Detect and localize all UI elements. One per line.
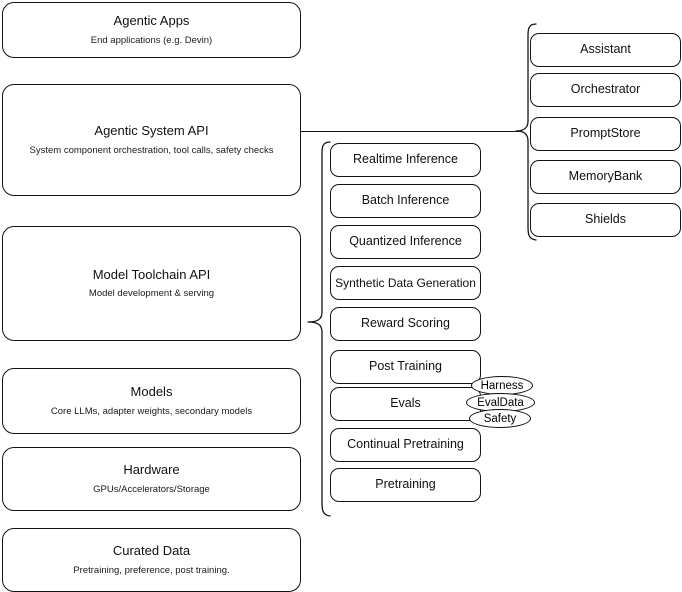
connector-line-agentic-system-api-to-components [301, 131, 519, 133]
layer-card-curated-data[interactable]: Curated Data Pretraining, preference, po… [2, 528, 301, 592]
component-assistant[interactable]: Assistant [530, 33, 681, 67]
capability-continual-pretraining[interactable]: Continual Pretraining [330, 428, 481, 462]
component-shields[interactable]: Shields [530, 203, 681, 237]
capability-evals[interactable]: Evals [330, 387, 481, 421]
layer-card-agentic-apps[interactable]: Agentic Apps End applications (e.g. Devi… [2, 2, 301, 58]
layer-title: Model Toolchain API [92, 266, 211, 282]
layer-subtitle: GPUs/Accelerators/Storage [93, 483, 210, 495]
capability-label: Post Training [369, 359, 442, 374]
layer-card-agentic-system-api[interactable]: Agentic System API System component orch… [2, 84, 301, 196]
capability-label: Continual Pretraining [347, 437, 464, 452]
layer-title: Curated Data [112, 543, 191, 559]
eval-tag-label: Safety [483, 412, 517, 425]
capability-realtime-inference[interactable]: Realtime Inference [330, 143, 481, 177]
layer-subtitle: Model development & serving [88, 288, 215, 300]
layer-subtitle: Core LLMs, adapter weights, secondary mo… [50, 405, 253, 417]
component-label: PromptStore [570, 126, 641, 141]
capability-batch-inference[interactable]: Batch Inference [330, 184, 481, 218]
capability-label: Reward Scoring [361, 316, 450, 331]
component-label: Assistant [580, 42, 631, 57]
capability-label: Pretraining [375, 477, 436, 492]
brace-agentic-system-components [515, 23, 537, 241]
layer-title: Models [130, 384, 173, 400]
component-promptstore[interactable]: PromptStore [530, 117, 681, 151]
component-label: MemoryBank [568, 169, 643, 184]
brace-model-toolchain-capabilities [307, 141, 331, 517]
layer-title: Hardware [123, 462, 180, 478]
capability-synthetic-data-generation[interactable]: Synthetic Data Generation [330, 266, 481, 300]
layer-subtitle: System component orchestration, tool cal… [29, 144, 274, 156]
capability-post-training[interactable]: Post Training [330, 350, 481, 384]
layer-subtitle: Pretraining, preference, post training. [73, 564, 230, 576]
capability-label: Realtime Inference [353, 152, 458, 167]
eval-tag-label: Harness [480, 379, 524, 392]
layer-title: Agentic Apps [113, 13, 190, 29]
capability-pretraining[interactable]: Pretraining [330, 468, 481, 502]
component-label: Orchestrator [570, 82, 641, 97]
eval-tag-label: EvalData [477, 396, 524, 409]
layer-subtitle: End applications (e.g. Devin) [90, 34, 213, 46]
layer-card-hardware[interactable]: Hardware GPUs/Accelerators/Storage [2, 447, 301, 511]
capability-label: Synthetic Data Generation [335, 275, 476, 290]
capability-label: Evals [390, 396, 421, 411]
capability-reward-scoring[interactable]: Reward Scoring [330, 307, 481, 341]
layer-title: Agentic System API [94, 123, 209, 139]
eval-tag-safety[interactable]: Safety [469, 409, 531, 428]
capability-quantized-inference[interactable]: Quantized Inference [330, 225, 481, 259]
layer-card-models[interactable]: Models Core LLMs, adapter weights, secon… [2, 368, 301, 434]
eval-tag-evaldata[interactable]: EvalData [466, 393, 535, 412]
capability-label: Quantized Inference [349, 234, 462, 249]
component-memorybank[interactable]: MemoryBank [530, 160, 681, 194]
layer-card-model-toolchain-api[interactable]: Model Toolchain API Model development & … [2, 226, 301, 341]
component-orchestrator[interactable]: Orchestrator [530, 73, 681, 107]
component-label: Shields [585, 212, 626, 227]
capability-label: Batch Inference [361, 193, 450, 208]
